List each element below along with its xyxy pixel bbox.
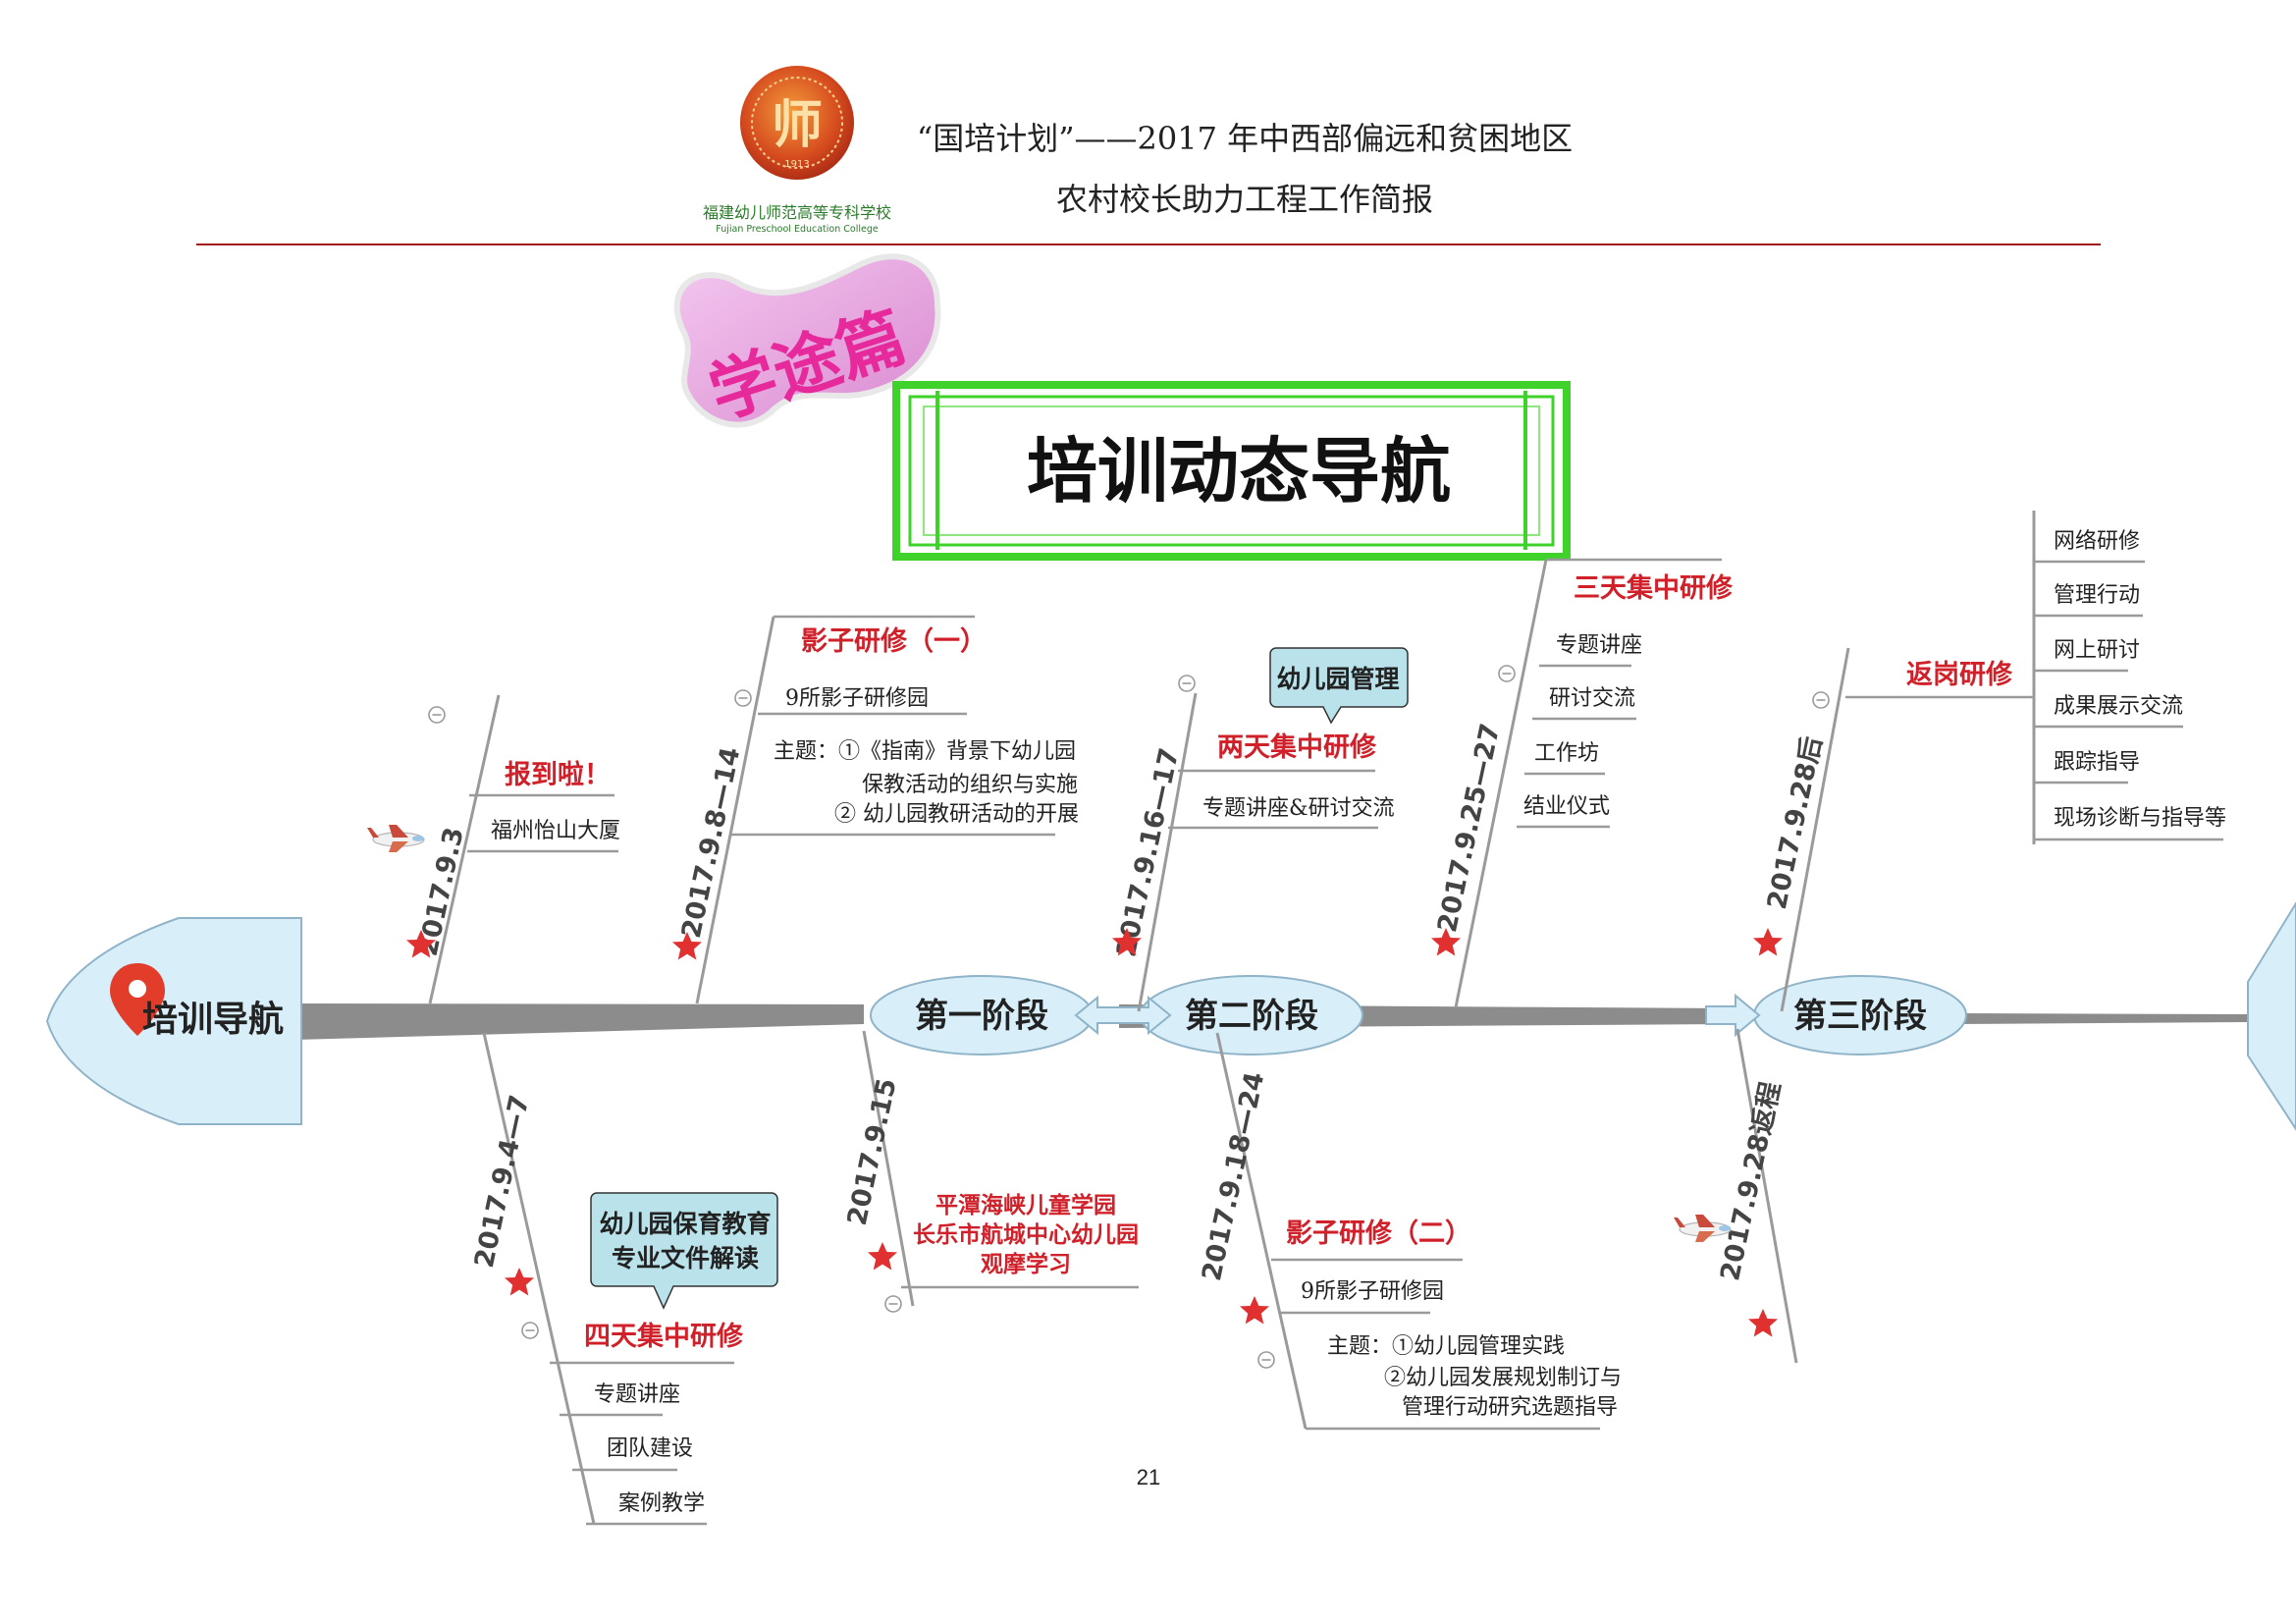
topic-item: 主题：①幼儿园管理实践	[1327, 1334, 1565, 1359]
right-arrow-icon	[1705, 993, 1761, 1038]
title-frame: 培训动态导航	[892, 381, 1571, 561]
diagram-title: 培训动态导航	[1027, 430, 1451, 513]
stage-2-label: 第二阶段	[1185, 997, 1318, 1036]
lower-branches	[550, 1258, 1600, 1526]
topic-heading: 影子研修（二）	[1286, 1218, 1471, 1249]
logo-name-cn: 福建幼儿师范高等专科学校	[703, 203, 891, 222]
stage-2: 第二阶段	[1140, 975, 1363, 1056]
date-label: 2017.9.18—24	[1197, 1069, 1270, 1283]
topic-item: 专题讲座&研讨交流	[1202, 796, 1395, 821]
stage-1-label: 第一阶段	[915, 997, 1048, 1036]
topic-heading: 影子研修（一）	[801, 626, 987, 657]
topic-item: 现场诊断与指导等	[2054, 806, 2226, 831]
star-icon	[1753, 928, 1783, 956]
page-number: 21	[1137, 1465, 1160, 1489]
collapse-icon	[428, 706, 446, 724]
logo-year: 1913	[784, 159, 809, 170]
topic-item: 成果展示交流	[2054, 694, 2183, 719]
header-title-line2: 农村校长助力工程工作简报	[1056, 181, 1433, 218]
topic-item: 团队建设	[607, 1436, 693, 1461]
topic-item: 网络研修	[2054, 529, 2140, 554]
date-label: 2017.9.4—7	[469, 1092, 536, 1271]
star-icon	[1748, 1309, 1778, 1337]
topic-heading: 四天集中研修	[584, 1321, 744, 1352]
topic-item: 网上研讨	[2054, 638, 2140, 663]
airplane-icon	[1673, 1214, 1732, 1243]
collapse-icon	[734, 689, 752, 707]
topic-heading: 报到啦！	[505, 759, 611, 790]
date-label: 2017.9.25—27	[1432, 721, 1506, 935]
stage-3: 第三阶段	[1753, 975, 1967, 1056]
head-label: 培训导航	[142, 999, 284, 1040]
topic-heading: 两天集中研修	[1217, 731, 1377, 763]
collapse-icon	[1812, 691, 1830, 709]
collapse-icon	[1257, 1351, 1275, 1369]
collapse-icon	[521, 1322, 539, 1339]
topic-item: ② 幼儿园教研活动的开展	[834, 802, 1079, 827]
fish-head: 培训导航	[45, 917, 302, 1125]
topic-item: 研讨交流	[1549, 686, 1635, 711]
topic-item: 跟踪指导	[2054, 750, 2140, 775]
callout-management: 幼儿园管理	[1269, 647, 1409, 725]
topic-item: 专题讲座	[1556, 633, 1642, 658]
upper-bones	[428, 511, 2036, 1012]
stage-3-label: 第三阶段	[1793, 997, 1927, 1036]
header-title-line1: “国培计划”——2017 年中西部偏远和贫困地区	[917, 120, 1573, 157]
svg-text:专业文件解读: 专业文件解读	[612, 1244, 759, 1272]
topic-item: 管理行动	[2054, 583, 2140, 608]
topic-item: 9所影子研修园	[785, 686, 929, 711]
topic-item: 保教活动的组织与实施	[862, 773, 1078, 797]
topic-item: 结业仪式	[1523, 794, 1610, 819]
topic-line: 观摩学习	[981, 1251, 1071, 1277]
date-label: 2017.9.8—14	[676, 744, 746, 941]
topic-texts: 报到啦！ 影子研修（一） 两天集中研修 三天集中研修 返岗研修 四天集中研修 影…	[491, 529, 2226, 1516]
topic-item: ②幼儿园发展规划制订与	[1384, 1366, 1622, 1390]
location-pin-icon	[110, 963, 165, 1036]
collapse-icon	[1178, 675, 1196, 692]
double-arrow-icon	[1074, 995, 1172, 1036]
star-icon	[505, 1268, 534, 1296]
college-logo: 师 1913 福建幼儿师范高等专科学校 Fujian Preschool Edu…	[703, 66, 891, 235]
topic-item: 管理行动研究选题指导	[1402, 1395, 1618, 1420]
upper-branches	[467, 558, 2223, 853]
star-icon	[868, 1242, 897, 1271]
date-label: 2017.9.28后	[1762, 733, 1829, 912]
collapse-icon	[884, 1295, 902, 1313]
airplane-icon	[366, 824, 425, 853]
topic-item: 专题讲座	[594, 1382, 680, 1407]
lower-bones	[482, 1028, 1798, 1525]
topic-line: 平潭海峡儿童学园	[935, 1192, 1116, 1218]
topic-item: 9所影子研修园	[1301, 1279, 1444, 1304]
collapse-icon	[1498, 665, 1516, 682]
fish-tail	[2247, 901, 2296, 1131]
topic-item: 案例教学	[618, 1491, 705, 1516]
topic-item: 工作坊	[1534, 741, 1599, 766]
logo-mark: 师	[772, 95, 823, 155]
callout-curriculum: 幼儿园保育教育 专业文件解读	[590, 1192, 778, 1310]
topic-item: 福州怡山大厦	[491, 819, 620, 843]
svg-text:幼儿园管理: 幼儿园管理	[1276, 665, 1399, 693]
svg-text:幼儿园保育教育: 幼儿园保育教育	[599, 1210, 771, 1238]
logo-name-en: Fujian Preschool Education College	[716, 224, 879, 235]
topic-line: 长乐市航城中心幼儿园	[913, 1221, 1139, 1248]
date-label: 2017.9.16—17	[1111, 745, 1185, 959]
topic-heading: 三天集中研修	[1574, 572, 1734, 604]
topic-item: 主题：①《指南》背景下幼儿园	[774, 739, 1076, 764]
topic-heading: 返岗研修	[1906, 660, 2013, 690]
star-icon	[1240, 1296, 1269, 1325]
stage-1: 第一阶段	[870, 975, 1094, 1056]
